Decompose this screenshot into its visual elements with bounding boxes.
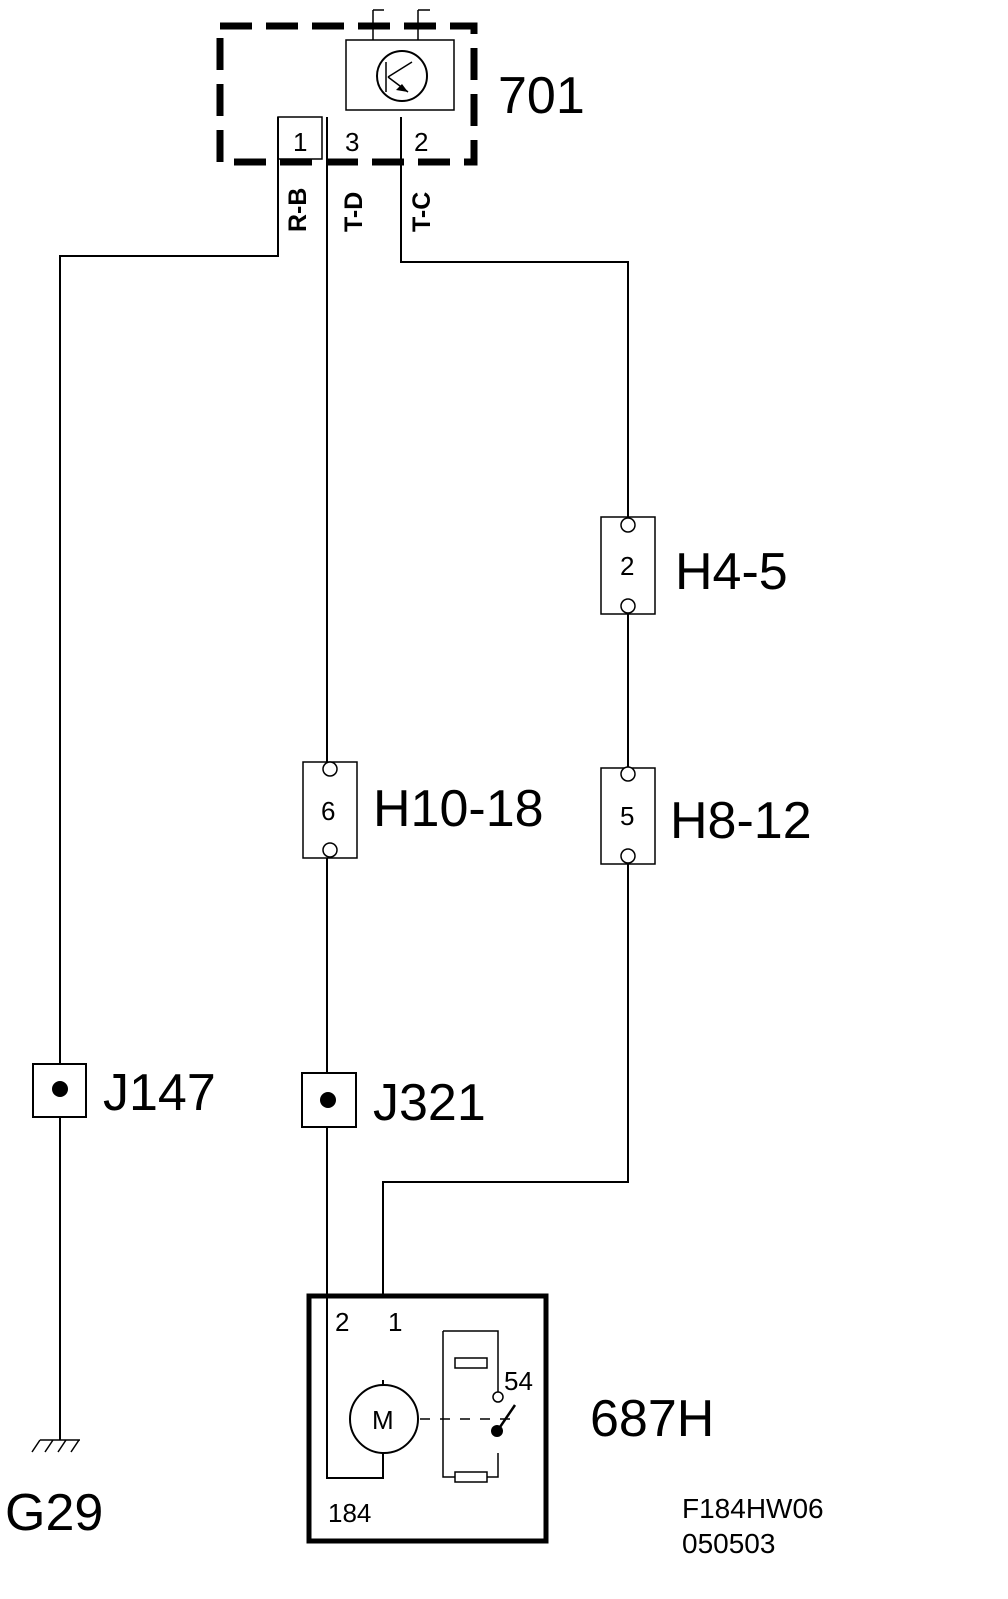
ground-symbol-icon xyxy=(31,1439,80,1453)
junction-j147-label: J147 xyxy=(103,1064,216,1122)
connector-h4-5: 2 H4-5 xyxy=(600,516,788,615)
ground-g29-label: G29 xyxy=(5,1484,103,1542)
diagram-date: 050503 xyxy=(682,1528,775,1559)
wire-color-t-c: T-C xyxy=(408,192,436,232)
wire-color-r-b: R-B xyxy=(284,188,312,232)
wire-r-b xyxy=(59,117,279,1440)
connector-h10-18-pin: 6 xyxy=(321,796,335,826)
component-701-housing xyxy=(216,22,478,166)
transistor-icon xyxy=(376,50,428,102)
connector-h10-18: 6 H10-18 xyxy=(302,761,544,859)
component-687h-sub-label: 184 xyxy=(328,1498,371,1528)
component-701-pin-1: 1 xyxy=(293,127,307,157)
connector-h10-18-label: H10-18 xyxy=(373,780,544,838)
wire-t-c xyxy=(382,117,629,1296)
junction-j321: J321 xyxy=(301,1072,486,1132)
connector-h8-12-pin: 5 xyxy=(620,801,634,831)
connector-h4-5-pin: 2 xyxy=(620,551,634,581)
junction-j321-label: J321 xyxy=(373,1074,486,1132)
wire-color-t-d: T-D xyxy=(340,192,368,232)
component-687h-pin-1: 1 xyxy=(388,1307,402,1337)
component-701-pin-2: 2 xyxy=(414,127,428,157)
component-701: 701 1 3 2 xyxy=(216,9,585,166)
component-687h-label: 687H xyxy=(590,1390,714,1448)
switch-54-label: 54 xyxy=(504,1366,533,1396)
component-701-pin-3: 3 xyxy=(345,127,359,157)
connector-h8-12-label: H8-12 xyxy=(670,792,812,850)
junction-j147: J147 xyxy=(32,1063,216,1122)
motor-icon xyxy=(349,1384,419,1454)
connector-h4-5-label: H4-5 xyxy=(675,543,788,601)
component-687h-pin-2: 2 xyxy=(335,1307,349,1337)
component-687h: 2 1 M 54 184 687H xyxy=(306,1293,714,1544)
motor-symbol: M xyxy=(372,1405,394,1435)
connector-h8-12: 5 H8-12 xyxy=(600,766,812,865)
component-701-label: 701 xyxy=(498,67,585,125)
diagram-code: F184HW06 xyxy=(682,1493,824,1524)
